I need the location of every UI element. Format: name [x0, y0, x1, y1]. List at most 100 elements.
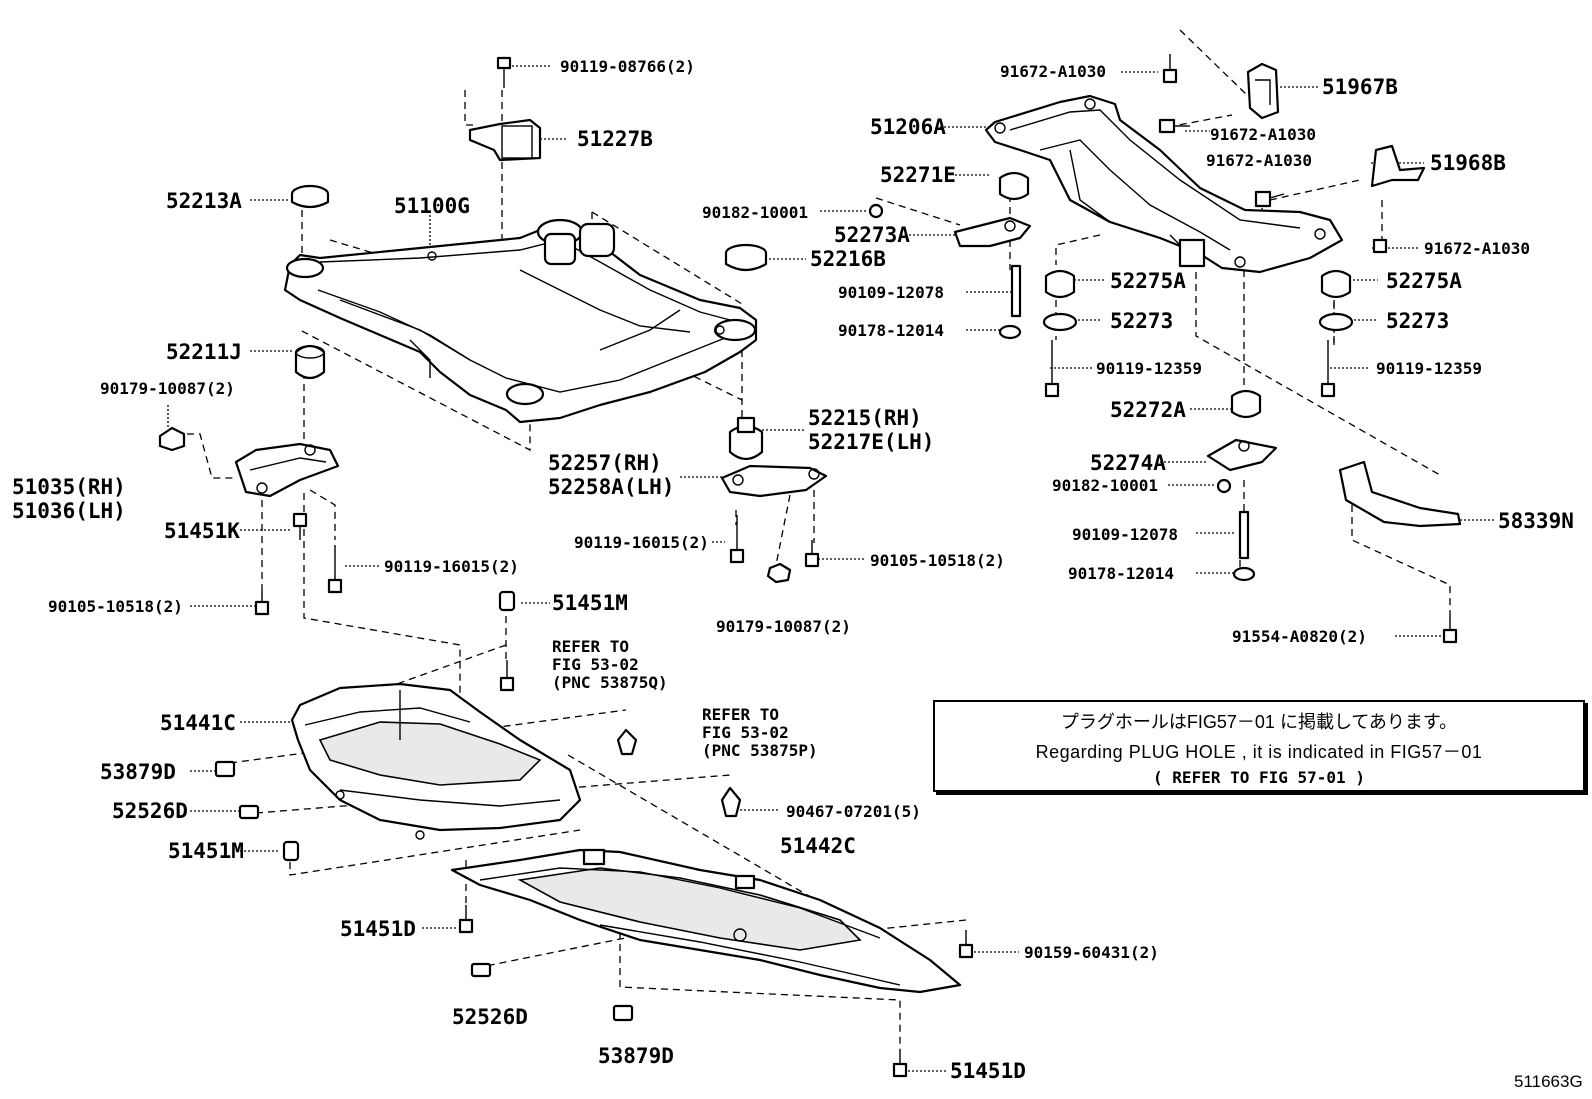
part-label: 90105-10518(2): [48, 597, 183, 616]
assembly-lines: [187, 29, 1451, 1050]
part-label: 51036(LH): [12, 499, 126, 523]
figure-number: 511663G: [1514, 1072, 1583, 1091]
cushion-icon: [294, 344, 326, 380]
bolt-icon: [499, 660, 515, 692]
part-label: 51100G: [394, 194, 470, 218]
nut-icon: [1232, 566, 1256, 582]
bolt-icon: [1158, 118, 1190, 134]
part-label: 91554-A0820(2): [1232, 627, 1367, 646]
part-label: 51035(RH): [12, 475, 126, 499]
rear-crossmember-51206a: [984, 94, 1344, 274]
note-english-line: Regarding PLUG HOLE , it is indicated in…: [1035, 742, 1483, 762]
bracket-icon: [1370, 144, 1426, 188]
cushion-icon: [1044, 269, 1076, 299]
nut-icon: [868, 203, 884, 219]
part-label: 52217E(LH): [808, 430, 934, 454]
part-label: 51451M: [168, 839, 244, 863]
cushion-icon: [1230, 389, 1262, 419]
front-crossmember-51100g: [283, 218, 758, 424]
part-label: 52273: [1386, 309, 1449, 333]
part-label: 51441C: [160, 711, 236, 735]
part-label: 91672-A1030: [1210, 125, 1316, 144]
reference-label: FIG 53-02: [702, 723, 789, 742]
reference-label: REFER TO: [702, 705, 779, 724]
bolt-icon: [1320, 340, 1336, 398]
nut-icon: [214, 760, 236, 778]
bracket-icon: [720, 464, 828, 498]
part-label: 52215(RH): [808, 406, 922, 430]
cushion-icon: [1320, 269, 1352, 299]
part-label: 90182-10001: [702, 203, 808, 222]
reference-label: (PNC 53875P): [702, 741, 818, 760]
cushion-icon: [290, 184, 330, 209]
nut-icon: [998, 324, 1022, 340]
part-label: 90182-10001: [1052, 476, 1158, 495]
part-label: 51451D: [950, 1059, 1026, 1083]
part-label: 52258A(LH): [548, 475, 674, 499]
bracket-icon: [953, 216, 1032, 248]
part-label: 91672-A1030: [1206, 151, 1312, 170]
nut-icon: [470, 962, 492, 978]
part-label: 51451K: [164, 519, 240, 543]
part-label: 90119-12359: [1376, 359, 1482, 378]
part-label: 90119-16015(2): [384, 557, 519, 576]
clip-icon: [616, 728, 638, 756]
part-label: 90178-12014: [1068, 564, 1174, 583]
bolt-icon: [1254, 190, 1285, 208]
part-label: 90119-16015(2): [574, 533, 709, 552]
part-label: 90109-12078: [1072, 525, 1178, 544]
part-label: 90109-12078: [838, 283, 944, 302]
bolt-icon: [1442, 615, 1458, 644]
engine-under-cover-51442c: [450, 848, 962, 994]
clip-icon: [720, 786, 742, 818]
bolt-icon: [1372, 238, 1388, 254]
bracket-icon: [1246, 62, 1280, 120]
clip-icon: [498, 590, 516, 612]
part-label: 51968B: [1430, 151, 1506, 175]
part-label: 52271E: [880, 163, 956, 187]
part-label: 51967B: [1322, 75, 1398, 99]
part-label: 90119-08766(2): [560, 57, 695, 76]
bolt-icon: [254, 590, 270, 616]
bracket-icon: [1206, 438, 1278, 472]
bolt-icon: [892, 1050, 908, 1078]
part-label: 52526D: [112, 799, 188, 823]
part-label: 52273A: [834, 223, 910, 247]
nut-icon: [158, 426, 186, 452]
part-label: 52273: [1110, 309, 1173, 333]
part-label: 52275A: [1110, 269, 1186, 293]
part-label: 90178-12014: [838, 321, 944, 340]
clip-icon: [282, 840, 300, 862]
cushion-icon: [1318, 312, 1354, 332]
plug-hole-note-box: プラグホールはFIG57－01 に掲載してあります。 Regarding PLU…: [933, 700, 1585, 792]
part-label: 51442C: [780, 834, 856, 858]
part-label: 51206A: [870, 115, 946, 139]
nut-icon: [1216, 478, 1232, 494]
part-label: 52257(RH): [548, 451, 662, 475]
part-label: 90119-12359: [1096, 359, 1202, 378]
part-label: 58339N: [1498, 509, 1574, 533]
part-label: 52272A: [1110, 398, 1186, 422]
part-label: 51451D: [340, 917, 416, 941]
bolt-icon: [458, 905, 474, 934]
note-japanese-line: プラグホールはFIG57－01 に掲載してあります。: [1060, 712, 1458, 732]
part-label: 53879D: [598, 1044, 674, 1068]
cushion-icon: [728, 416, 764, 461]
part-label: 51227B: [577, 127, 653, 151]
bolt-icon: [1162, 54, 1178, 84]
cushion-icon: [1042, 312, 1078, 332]
part-label: 52526D: [452, 1005, 528, 1029]
bolt-icon: [1044, 340, 1060, 398]
part-label: 90467-07201(5): [786, 802, 921, 821]
reference-label: (PNC 53875Q): [552, 673, 668, 692]
bolt-icon: [804, 540, 820, 568]
engine-under-cover-51441c: [290, 682, 582, 840]
reference-label: FIG 53-02: [552, 655, 639, 674]
part-label: 90179-10087(2): [100, 379, 235, 398]
part-label: 52211J: [166, 340, 242, 364]
part-label: 51451M: [552, 591, 628, 615]
nut-icon: [766, 562, 792, 584]
bracket-icon: [468, 118, 542, 162]
